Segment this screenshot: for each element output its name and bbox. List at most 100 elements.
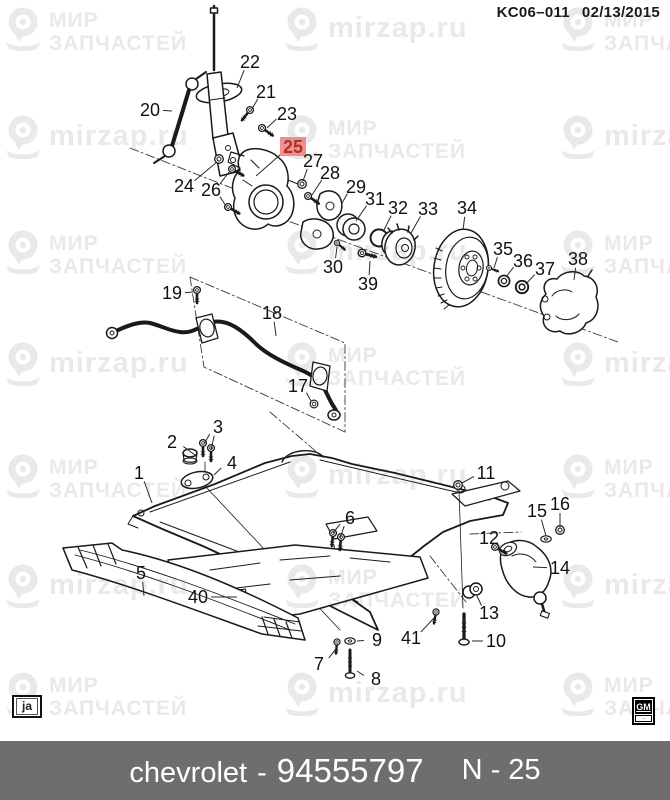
part-callout-41[interactable]: 41 bbox=[401, 628, 421, 648]
leader-line-24 bbox=[194, 161, 218, 182]
stabilizer-bar bbox=[105, 313, 341, 421]
footer-part-number[interactable]: 94555797 bbox=[276, 751, 424, 789]
leader-line-37 bbox=[525, 274, 536, 285]
leader-line-7 bbox=[328, 648, 337, 659]
leader-line-4 bbox=[213, 467, 222, 476]
part-callout-15[interactable]: 15 bbox=[527, 501, 547, 521]
leader-line-29 bbox=[341, 193, 348, 204]
impact-bar bbox=[62, 542, 306, 641]
wheel-hub bbox=[381, 223, 419, 266]
steering-knuckle bbox=[227, 147, 299, 230]
part-callout-39[interactable]: 39 bbox=[358, 274, 378, 294]
leader-line-19 bbox=[184, 291, 194, 294]
part-callout-32[interactable]: 32 bbox=[388, 198, 408, 218]
leader-line-36 bbox=[505, 266, 514, 278]
leader-line-17 bbox=[306, 392, 312, 402]
part-callout-30[interactable]: 30 bbox=[323, 257, 343, 277]
part-callout-35[interactable]: 35 bbox=[493, 239, 513, 259]
part-callout-29[interactable]: 29 bbox=[346, 177, 366, 197]
part-callout-12[interactable]: 12 bbox=[479, 528, 499, 548]
leader-line-21 bbox=[251, 98, 259, 110]
leader-line-27 bbox=[302, 168, 308, 182]
part-callout-36[interactable]: 36 bbox=[513, 251, 533, 271]
leader-line-39 bbox=[368, 260, 371, 276]
part-callout-4[interactable]: 4 bbox=[227, 453, 237, 473]
leader-line-6 bbox=[339, 525, 345, 539]
gm-logo: GM ···· bbox=[632, 697, 655, 725]
leader-line-26 bbox=[219, 196, 227, 207]
part-callout-8[interactable]: 8 bbox=[371, 669, 381, 689]
leader-line-3 bbox=[210, 435, 215, 451]
leader-line-23 bbox=[266, 118, 277, 129]
part-callout-5[interactable]: 5 bbox=[136, 563, 146, 583]
part-callout-16[interactable]: 16 bbox=[550, 494, 570, 514]
leader-line-13 bbox=[476, 595, 482, 606]
footer-brand: chevrolet bbox=[129, 756, 248, 789]
part-callout-13[interactable]: 13 bbox=[479, 603, 499, 623]
leader-line-31 bbox=[355, 205, 367, 222]
part-callout-3[interactable]: 3 bbox=[213, 417, 223, 437]
gm-logo-text: GM bbox=[635, 700, 652, 714]
part-callout-19[interactable]: 19 bbox=[162, 283, 182, 303]
footer-bar: chevrolet - 94555797 N - 25 bbox=[0, 741, 670, 800]
leader-line-33 bbox=[410, 216, 421, 234]
leader-line-25 bbox=[255, 152, 284, 177]
stabilizer-link bbox=[153, 71, 207, 164]
part-callout-10[interactable]: 10 bbox=[486, 631, 506, 651]
wheel-bearing bbox=[336, 213, 366, 241]
part-callout-31[interactable]: 31 bbox=[365, 189, 385, 209]
gm-logo-subtext: ···· bbox=[635, 715, 652, 722]
part-callout-6[interactable]: 6 bbox=[345, 508, 355, 528]
arm-bushing bbox=[462, 582, 483, 599]
leader-line-1 bbox=[143, 481, 153, 504]
leader-line-35 bbox=[493, 256, 498, 269]
part-callout-28[interactable]: 28 bbox=[320, 163, 340, 183]
footer-separator: - bbox=[257, 756, 267, 789]
brake-rotor bbox=[432, 228, 490, 310]
part-callout-7[interactable]: 7 bbox=[314, 654, 324, 674]
part-callout-20[interactable]: 20 bbox=[140, 100, 160, 120]
part-callout-22[interactable]: 22 bbox=[240, 52, 260, 72]
leader-line-3 bbox=[203, 433, 211, 445]
part-callout-2[interactable]: 2 bbox=[167, 432, 177, 452]
exploded-view-diagram: 1234567891011121314151617181920212223242… bbox=[62, 4, 619, 689]
leader-line-8 bbox=[356, 670, 365, 676]
part-callout-14[interactable]: 14 bbox=[550, 558, 570, 578]
header: KC06–011 02/13/2015 bbox=[497, 4, 660, 21]
brake-caliper bbox=[539, 269, 599, 335]
doc-code: KC06–011 bbox=[496, 4, 570, 21]
leader-line-11 bbox=[461, 476, 475, 484]
part-callout-21[interactable]: 21 bbox=[256, 82, 276, 102]
part-callout-37[interactable]: 37 bbox=[535, 259, 555, 279]
leader-line-12 bbox=[497, 544, 501, 550]
leader-line-22 bbox=[236, 69, 245, 89]
leader-line-15 bbox=[540, 519, 547, 537]
part-callout-18[interactable]: 18 bbox=[262, 303, 282, 323]
leader-line-9 bbox=[356, 639, 365, 642]
part-callout-24[interactable]: 24 bbox=[174, 176, 194, 196]
part-callout-1[interactable]: 1 bbox=[134, 463, 144, 483]
leader-line-20 bbox=[162, 109, 173, 112]
leader-line-41 bbox=[420, 617, 435, 633]
part-callout-9[interactable]: 9 bbox=[372, 630, 382, 650]
leader-line-26 bbox=[219, 171, 230, 184]
body-mount-and-plate bbox=[180, 448, 214, 490]
leader-line-6 bbox=[332, 523, 341, 534]
leader-line-18 bbox=[273, 321, 277, 337]
leader-line-5 bbox=[142, 581, 145, 597]
part-callout-11[interactable]: 11 bbox=[477, 463, 496, 483]
part-callout-33[interactable]: 33 bbox=[418, 199, 438, 219]
leader-line-2 bbox=[183, 446, 196, 456]
leader-line-14 bbox=[532, 566, 548, 569]
part-callout-40[interactable]: 40 bbox=[188, 587, 208, 607]
leader-line-32 bbox=[382, 215, 392, 233]
leader-line-34 bbox=[462, 216, 466, 231]
part-callout-17[interactable]: 17 bbox=[288, 376, 308, 396]
part-callout-34[interactable]: 34 bbox=[457, 198, 477, 218]
doc-date: 02/13/2015 bbox=[581, 4, 660, 21]
part-callout-38[interactable]: 38 bbox=[568, 249, 588, 269]
part-callout-26[interactable]: 26 bbox=[201, 180, 221, 200]
part-callout-23[interactable]: 23 bbox=[277, 104, 297, 124]
part-callout-25[interactable]: 25 bbox=[283, 137, 303, 157]
